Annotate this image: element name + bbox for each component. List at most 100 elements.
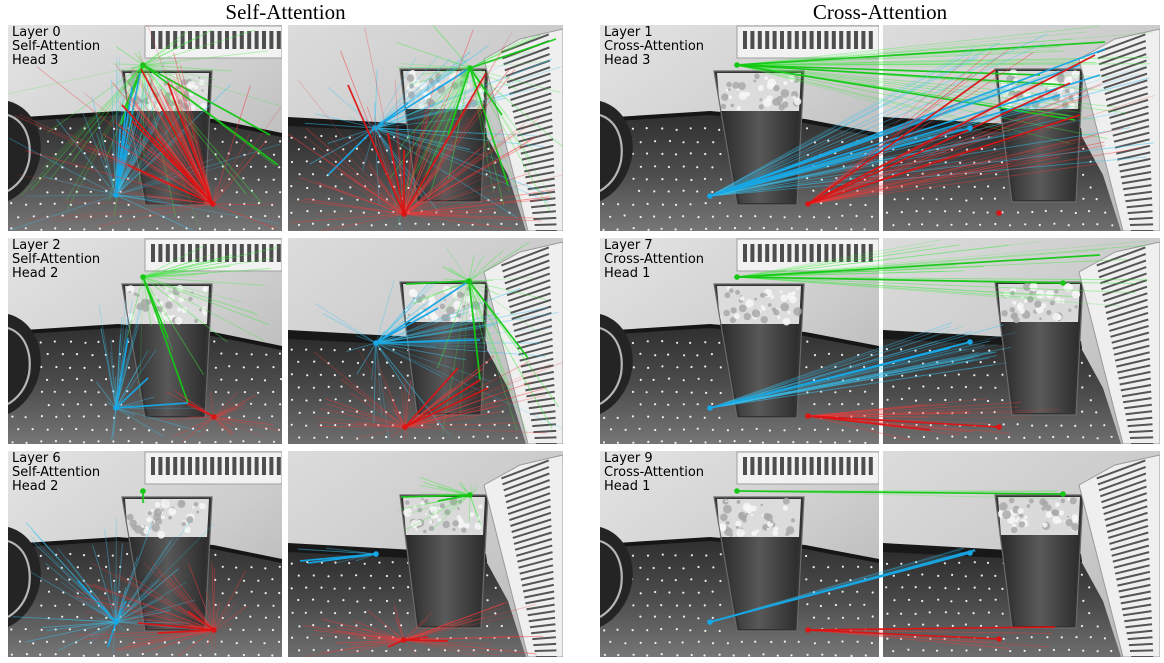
attention-line-green — [448, 67, 471, 179]
attention-line-red — [403, 196, 550, 215]
attention-line-green — [432, 25, 471, 69]
attention-line-red — [391, 398, 406, 428]
attention-line-red — [807, 401, 1022, 417]
attention-line-blue — [115, 586, 127, 623]
attention-line-green — [468, 280, 539, 333]
attention-line-red — [213, 416, 264, 437]
attention-line-red — [212, 133, 250, 205]
attention-line-red — [403, 136, 536, 215]
attention-line-red — [340, 378, 406, 428]
attention-line-blue — [375, 287, 521, 344]
strong-attention-line-green — [405, 280, 470, 285]
query-keypoint-red — [401, 637, 407, 643]
strong-attention-line-green — [142, 64, 279, 166]
attention-line-red — [353, 426, 406, 440]
attention-line-blue — [709, 547, 963, 623]
chair — [8, 101, 41, 201]
attention-line-blue — [115, 349, 157, 409]
attention-line-red — [173, 52, 214, 205]
attention-line-blue — [374, 51, 531, 129]
attention-line-blue — [10, 194, 117, 231]
attention-line-green — [736, 270, 944, 278]
attention-line-red — [36, 66, 214, 205]
attention-line-blue — [374, 127, 547, 194]
attention-line-blue — [115, 581, 187, 623]
attention-line-red — [122, 86, 214, 205]
strong-attention-line-blue — [374, 102, 409, 129]
strong-attention-line-red — [807, 415, 1000, 428]
strong-attention-line-blue — [115, 377, 149, 409]
query-keypoint-red — [211, 627, 217, 633]
attention-plot — [288, 25, 563, 231]
attention-line-red — [404, 361, 563, 428]
attention-line-blue — [44, 176, 117, 196]
attention-line-green — [66, 64, 144, 201]
strong-attention-line-red — [347, 84, 405, 215]
attention-line-blue — [60, 581, 117, 623]
attention-line-red — [807, 149, 1002, 205]
attention-type-label: Cross-Attention — [604, 465, 705, 480]
attention-line-green — [115, 46, 144, 66]
photo-view-2 — [883, 451, 1160, 657]
attention-line-green — [468, 280, 553, 429]
attention-line-blue — [709, 326, 964, 409]
cross-attention-layer-1: Layer 1 Cross-Attention Head 3 — [600, 25, 1160, 231]
query-keypoint-green — [466, 278, 472, 284]
attention-line-red — [141, 629, 215, 654]
radiator — [1078, 454, 1160, 657]
attention-line-red — [367, 638, 405, 641]
attention-line-red — [349, 392, 406, 428]
attention-line-green — [469, 67, 563, 148]
attention-line-red — [394, 606, 405, 641]
attention-line-green — [468, 280, 500, 296]
attention-line-red — [213, 407, 244, 418]
self-attention-title: Self-Attention — [225, 0, 346, 24]
attention-line-red — [313, 629, 405, 641]
attention-line-blue — [375, 313, 500, 344]
attention-line-blue — [58, 621, 117, 651]
attention-line-green — [469, 67, 554, 201]
attention-line-blue — [32, 541, 117, 623]
attention-line-blue — [304, 122, 376, 129]
attention-line-red — [807, 406, 1019, 417]
attention-line-red — [404, 394, 546, 428]
attention-line-red — [325, 398, 406, 428]
attention-line-blue — [115, 407, 164, 437]
photo-view-1 — [600, 25, 879, 231]
attention-line-blue — [375, 327, 552, 344]
attention-line-blue — [709, 127, 1033, 197]
photo-view-1 — [600, 238, 879, 444]
crumpled-paper — [717, 286, 802, 326]
chair — [600, 527, 633, 627]
attention-line-blue — [374, 57, 417, 129]
attention-line-red — [807, 415, 911, 441]
attention-line-red — [134, 103, 214, 205]
attention-plot — [288, 238, 563, 444]
attention-line-blue — [115, 113, 160, 196]
attention-line-green — [736, 59, 1077, 66]
attention-line-green — [468, 249, 504, 282]
attention-line-red — [807, 629, 1050, 648]
attention-line-green — [142, 258, 274, 278]
query-keypoint-red — [402, 424, 408, 430]
attention-line-red — [288, 133, 405, 215]
query-keypoint-blue — [707, 193, 713, 199]
strong-attention-line-blue — [709, 48, 1106, 197]
attention-line-blue — [375, 279, 395, 344]
attention-line-blue — [375, 342, 390, 443]
attention-line-blue — [709, 42, 1000, 197]
attention-line-red — [113, 120, 214, 205]
attention-line-red — [403, 122, 526, 215]
attention-line-blue — [115, 158, 213, 196]
attention-line-red — [403, 607, 503, 641]
attention-line-blue — [75, 595, 117, 623]
attention-fan-red — [805, 626, 1056, 649]
attention-line-blue — [59, 618, 117, 623]
strong-attention-line-red — [807, 114, 1081, 205]
attention-line-red — [403, 174, 563, 215]
attention-line-red — [91, 562, 215, 631]
attention-line-blue — [374, 127, 454, 151]
attention-line-green — [468, 241, 530, 282]
attention-line-red — [320, 213, 405, 231]
attention-line-green — [142, 36, 198, 66]
